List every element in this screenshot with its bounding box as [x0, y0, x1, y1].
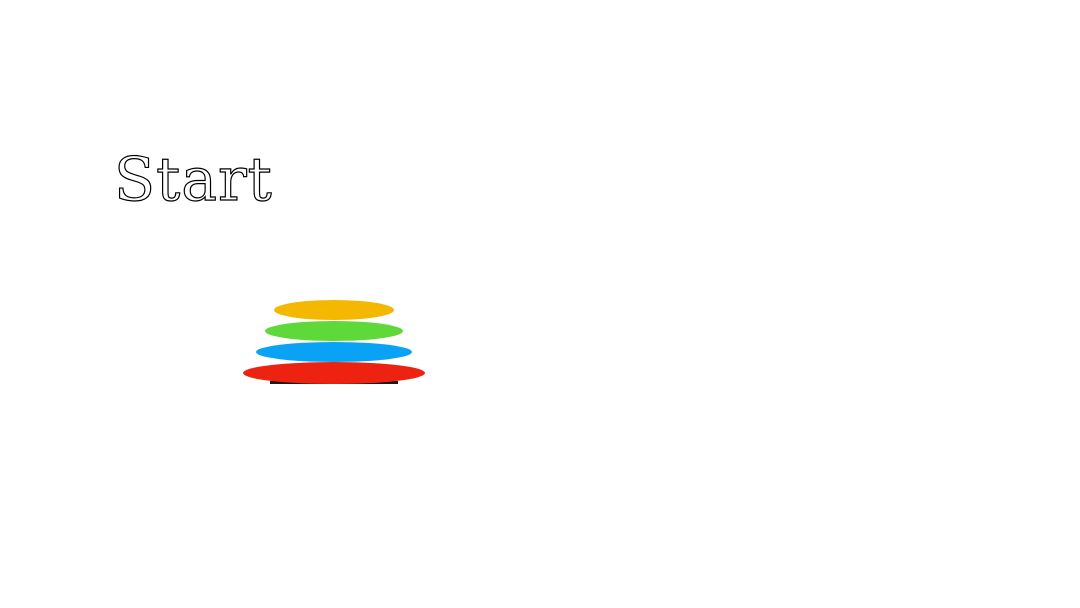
disk-green[interactable] — [265, 321, 403, 341]
disk-yellow[interactable] — [274, 300, 394, 320]
disk-red[interactable] — [243, 362, 425, 384]
start-button[interactable]: Start — [113, 145, 273, 215]
disk-blue[interactable] — [256, 342, 412, 362]
